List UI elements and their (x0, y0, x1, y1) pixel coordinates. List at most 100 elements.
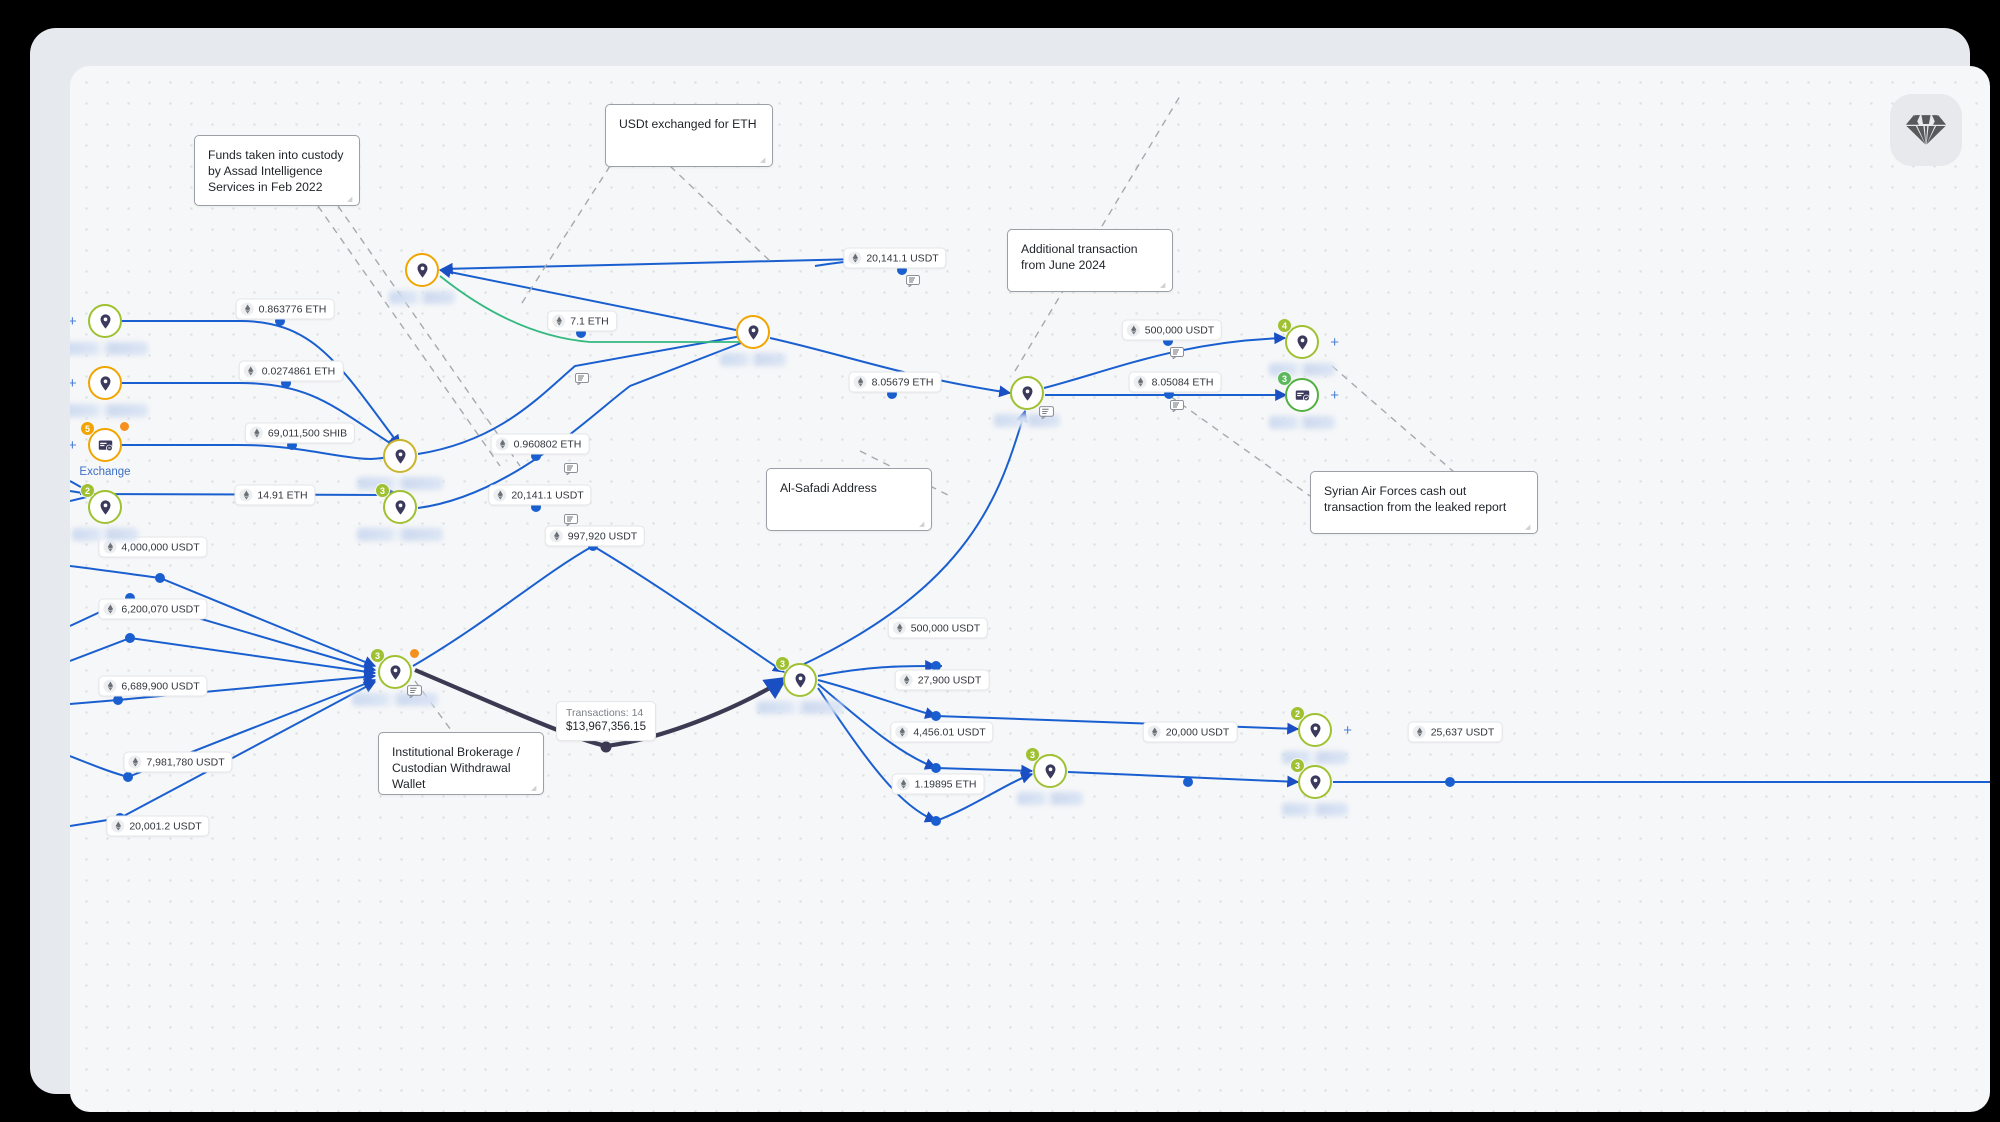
node-note-icon[interactable] (407, 685, 422, 699)
edge-label[interactable]: 4,000,000 USDT (98, 536, 208, 558)
note-resize-handle[interactable] (531, 783, 540, 792)
node-label-redacted (72, 528, 138, 541)
note-institutional-brokerage[interactable]: Institutional Brokerage / Custodian With… (378, 732, 544, 795)
edge-label[interactable]: 7,981,780 USDT (123, 751, 233, 773)
node-ring[interactable] (383, 490, 417, 524)
node-label-redacted (1017, 792, 1083, 805)
note-resize-handle[interactable] (760, 155, 769, 164)
note-resize-handle[interactable] (1160, 280, 1169, 289)
edge-note-icon[interactable] (906, 274, 920, 292)
graph-node-n1[interactable]: + (70, 304, 148, 355)
graph-node-n4[interactable]: 2 (72, 483, 138, 541)
node-ring[interactable] (378, 655, 412, 689)
graph-node-n15[interactable]: 2 + (1282, 706, 1352, 764)
graph-node-n6[interactable]: 3 (357, 483, 443, 541)
node-note-icon[interactable] (1039, 406, 1054, 420)
edge-note-icon[interactable] (1170, 346, 1184, 364)
node-ring[interactable] (1298, 765, 1332, 799)
graph-node-n16[interactable]: 3 (1282, 758, 1348, 816)
note-text: USDt exchanged for ETH (619, 117, 757, 131)
note-syrian-air-forces[interactable]: Syrian Air Forces cash out transaction f… (1310, 471, 1538, 534)
edge-label[interactable]: 4,456.01 USDT (890, 721, 994, 743)
edge-label[interactable]: 0.0274861 ETH (238, 360, 344, 382)
node-ring[interactable] (736, 315, 770, 349)
graph-canvas[interactable]: 0.863776 ETH 0.0274861 ETH 69,011,500 SH… (70, 66, 1990, 1112)
expand-node-icon[interactable]: + (70, 313, 77, 330)
edge-label[interactable]: 1.19895 ETH (891, 773, 985, 795)
edge-label[interactable]: 6,200,070 USDT (98, 598, 208, 620)
node-ring[interactable] (783, 663, 817, 697)
graph-node-n2[interactable]: + (70, 366, 148, 417)
note-al-safadi[interactable]: Al-Safadi Address (766, 468, 932, 531)
graph-node-n10[interactable]: 4 + (1269, 318, 1339, 376)
graph-node-n12[interactable]: 3 (352, 648, 438, 706)
graph-node-n8[interactable] (389, 253, 455, 304)
edge-label[interactable]: 8.05679 ETH (848, 371, 942, 393)
note-june-2024[interactable]: Additional transaction from June 2024 (1007, 229, 1173, 292)
graph-node-n9[interactable] (994, 376, 1060, 427)
edge-label[interactable]: 14.91 ETH (234, 484, 316, 506)
edge-label[interactable]: 25,637 USDT (1407, 721, 1503, 743)
aggregate-edge-label[interactable]: Transactions: 14 $13,967,356.15 (556, 701, 656, 741)
edge-label-text: 8.05084 ETH (1151, 376, 1214, 388)
note-resize-handle[interactable] (919, 519, 928, 528)
edge-note-icon[interactable] (564, 513, 578, 531)
node-ring[interactable] (1285, 325, 1319, 359)
usdt-coin-icon (103, 679, 117, 693)
edge-label[interactable]: 20,000 USDT (1142, 721, 1238, 743)
expand-node-icon[interactable]: + (1330, 387, 1339, 404)
edge-label[interactable]: 69,011,500 SHIB (244, 422, 356, 444)
edge-label[interactable]: 6,689,900 USDT (98, 675, 208, 697)
graph-node-n13[interactable]: 3 (757, 656, 843, 714)
expand-node-icon[interactable]: + (70, 437, 77, 454)
node-ring[interactable] (383, 439, 417, 473)
node-ring[interactable] (88, 490, 122, 524)
node-badge-count: 5 (80, 421, 95, 436)
edge-label[interactable]: 0.960802 ETH (490, 433, 590, 455)
note-resize-handle[interactable] (347, 194, 356, 203)
edge-note-icon[interactable] (575, 372, 589, 390)
note-usdt-exchanged[interactable]: USDt exchanged for ETH (605, 104, 773, 167)
edge-label[interactable]: 0.863776 ETH (235, 298, 335, 320)
usdt-coin-icon (103, 540, 117, 554)
note-custody[interactable]: Funds taken into custody by Assad Intell… (194, 135, 360, 206)
node-alert-dot (409, 648, 420, 659)
expand-node-icon[interactable]: + (70, 375, 77, 392)
edge-label[interactable]: 20,001.2 USDT (106, 815, 210, 837)
node-ring[interactable] (405, 253, 439, 287)
node-ring[interactable] (88, 428, 122, 462)
node-ring[interactable] (88, 304, 122, 338)
node-ring[interactable] (88, 366, 122, 400)
node-ring[interactable] (1285, 378, 1319, 412)
node-label-redacted (757, 701, 843, 714)
graph-node-n7[interactable] (720, 315, 786, 366)
edge-label[interactable]: 997,920 USDT (544, 525, 646, 547)
graph-node-n5[interactable] (357, 439, 443, 490)
edge-label[interactable]: 500,000 USDT (887, 617, 989, 639)
usdt-coin-icon (1126, 323, 1140, 337)
edge-note-icon[interactable] (564, 462, 578, 480)
edge-note-icon[interactable] (1170, 399, 1184, 417)
note-text: Al-Safadi Address (780, 481, 877, 495)
note-resize-handle[interactable] (1525, 522, 1534, 531)
graph-node-n14[interactable]: 3 (1017, 747, 1083, 805)
edge-label[interactable]: 20,141.1 USDT (843, 247, 947, 269)
node-ring[interactable] (1010, 376, 1044, 410)
edge-label[interactable]: 7.1 ETH (547, 310, 617, 332)
edge-label[interactable]: 8.05084 ETH (1128, 371, 1222, 393)
edge-label-text: 27,900 USDT (917, 674, 982, 686)
usdt-coin-icon (111, 819, 125, 833)
graph-node-exchange[interactable]: + 5 Exchange (70, 421, 131, 478)
note-text: Institutional Brokerage / Custodian With… (392, 745, 521, 792)
node-ring[interactable] (1298, 713, 1332, 747)
edge-label[interactable]: 500,000 USDT (1121, 319, 1223, 341)
edge-label[interactable]: 20,141.1 USDT (488, 484, 592, 506)
node-ring[interactable] (1033, 754, 1067, 788)
expand-node-icon[interactable]: + (1330, 334, 1339, 351)
node-badge-count: 3 (1025, 747, 1040, 762)
expand-node-icon[interactable]: + (1343, 722, 1352, 739)
edge-label[interactable]: 27,900 USDT (894, 669, 990, 691)
diamond-icon (1905, 115, 1947, 145)
graph-node-n11[interactable]: 3 + (1269, 371, 1339, 429)
